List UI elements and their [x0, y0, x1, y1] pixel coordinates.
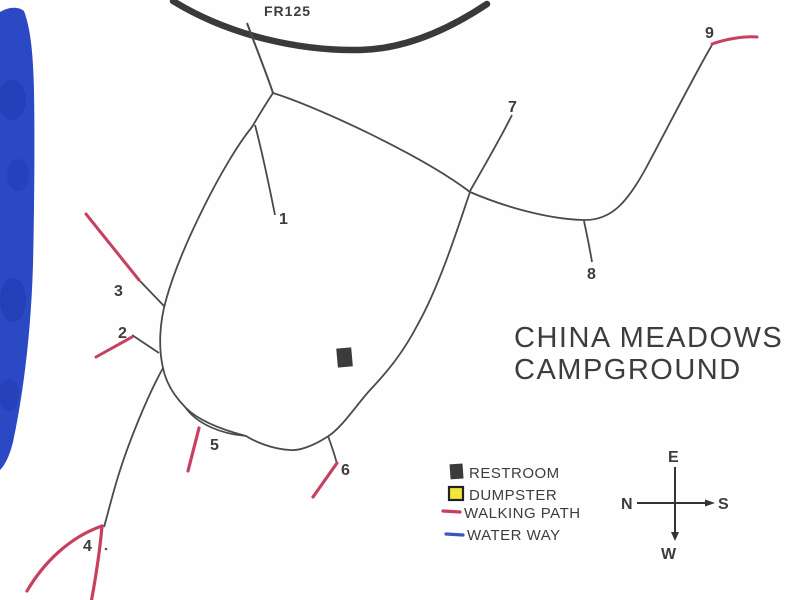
road-fr125 — [169, 0, 491, 54]
site-3-spur — [139, 280, 165, 307]
site-5-label: 5 — [210, 437, 219, 454]
legend-dumpster-swatch — [447, 485, 465, 502]
walking-path-3 — [84, 212, 141, 282]
campground-loop — [159, 91, 472, 451]
access-road — [246, 22, 274, 94]
waterway-shape — [0, 7, 35, 471]
site-3-label: 3 — [114, 283, 123, 300]
east-road — [469, 44, 713, 221]
site-8-spur — [583, 220, 593, 263]
legend-restroom-label: RESTROOM — [469, 465, 560, 482]
compass-right-label: S — [718, 496, 729, 513]
restroom-marker — [336, 347, 353, 368]
compass-top-label: E — [668, 449, 679, 466]
compass-arrow-down — [671, 532, 679, 541]
legend-water-way-label: WATER WAY — [467, 527, 561, 544]
site-2-label: 2 — [118, 325, 127, 342]
legend-dumpster-label: DUMPSTER — [469, 487, 557, 504]
compass-rose: E N S W — [621, 449, 729, 563]
map-title-line1: CHINA MEADOWS — [514, 322, 783, 354]
walking-path-2 — [94, 335, 134, 359]
waterway-shade — [0, 379, 19, 411]
pullout-lens — [184, 406, 247, 437]
site-8-label: 8 — [587, 266, 596, 283]
walking-path-4-branch — [89, 524, 104, 600]
waterway — [0, 7, 35, 471]
compass-left-label: N — [621, 496, 633, 513]
road-fr125-label: FR125 — [264, 3, 311, 19]
walking-path-9 — [710, 35, 759, 46]
site-2-spur — [131, 334, 160, 354]
walking-path-5 — [186, 426, 201, 473]
site-7-spur — [469, 114, 513, 192]
waterway-shade — [0, 80, 26, 120]
site-9-label: 9 — [705, 25, 714, 42]
map-title-line2: CAMPGROUND — [514, 354, 742, 386]
walking-path-4-arc — [25, 524, 104, 593]
legend-water-way-swatch — [444, 532, 465, 537]
site-1-label: 1 — [279, 211, 288, 228]
walking-path-6 — [311, 461, 339, 499]
site-6-spur — [327, 435, 338, 465]
legend: RESTROOM DUMPSTER WALKING PATH WATER WAY — [441, 463, 581, 544]
waterway-shade — [0, 278, 26, 322]
map-title: CHINA MEADOWS CAMPGROUND — [514, 322, 783, 386]
compass-bottom-label: W — [661, 546, 677, 563]
site-7-label: 7 — [508, 99, 517, 116]
legend-restroom-swatch — [449, 463, 464, 480]
site-6-label: 6 — [341, 462, 350, 479]
legend-walking-path-swatch — [441, 509, 462, 514]
stray-dot — [104, 547, 108, 551]
waterway-shade — [7, 159, 29, 191]
site-1-spur — [254, 124, 276, 216]
compass-arrow-right — [705, 499, 715, 507]
site-4-label: 4 — [83, 538, 92, 555]
legend-walking-path-label: WALKING PATH — [464, 505, 581, 522]
site-4-road — [103, 367, 164, 528]
